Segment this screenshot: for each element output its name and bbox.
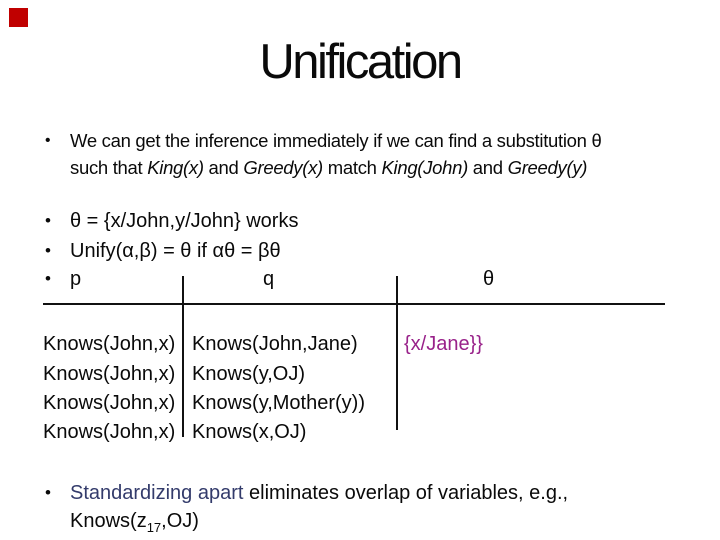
term-greedy-x: Greedy(x) (243, 157, 323, 178)
cell-q: Knows(John,Jane) (192, 333, 358, 355)
p-q-separator-line (182, 276, 184, 437)
table-row: Knows(John,x) Knows(y,Mother(y)) (43, 391, 703, 415)
cell-p: Knows(John,x) (43, 392, 176, 414)
term-king-x: King(x) (147, 157, 204, 178)
bullet-unify-definition: • Unify(α,β) = θ if αθ = βθ (45, 239, 281, 263)
cell-theta: {x/Jane}} (404, 333, 483, 355)
cell-q: Knows(y,OJ) (192, 363, 305, 385)
term-greedy-y: Greedy(y) (507, 157, 588, 178)
bullet-theta-works: • θ = {x/John,y/John} works (45, 209, 298, 233)
cell-p: Knows(John,x) (43, 363, 176, 385)
table-row: Knows(John,x) Knows(x,OJ) (43, 420, 703, 444)
bullet-dot: • (45, 132, 51, 149)
standardizing-apart-emphasis: Standardizing apart (70, 482, 244, 504)
bullet-standardizing-apart: • Standardizing apart eliminates overlap… (45, 479, 710, 535)
table-row: Knows(John,x) Knows(y,OJ) (43, 362, 703, 386)
red-square-decoration (9, 8, 28, 27)
table-header-rule (43, 303, 665, 305)
cell-p: Knows(John,x) (43, 333, 176, 355)
column-header-p: p (70, 268, 82, 290)
q-theta-separator-line (396, 276, 398, 430)
cell-q: Knows(x,OJ) (192, 421, 307, 443)
bullet-dot: • (45, 241, 51, 260)
intro-line2-pre: such that (70, 157, 148, 178)
z-subscript-17: 17 (146, 520, 162, 535)
cell-p: Knows(John,x) (43, 421, 176, 443)
knows-z17-pre: Knows(z (70, 510, 147, 532)
column-header-theta: θ (483, 268, 495, 290)
knows-z17-post: ,OJ) (161, 510, 199, 532)
term-king-john: King(John) (381, 157, 468, 178)
intro-line2-mid1: and (203, 157, 244, 178)
bullet-dot: • (45, 211, 51, 230)
unify-definition-text: Unify(α,β) = θ if αθ = βθ (70, 240, 281, 262)
column-header-q: q (263, 268, 275, 290)
standardizing-rest: eliminates overlap of variables, e.g., (243, 482, 569, 504)
cell-q: Knows(y,Mother(y)) (192, 392, 365, 414)
table-header-row: • p q θ (45, 267, 700, 291)
intro-line2-mid3: and (467, 157, 508, 178)
intro-line2-mid2: match (322, 157, 382, 178)
table-row: Knows(John,x) Knows(John,Jane) {x/Jane}} (43, 332, 703, 356)
bullet-dot: • (45, 269, 51, 288)
bullet-dot: • (45, 483, 51, 502)
page-title: Unification (259, 35, 463, 89)
intro-line1: We can get the inference immediately if … (70, 130, 602, 151)
theta-works-text: θ = {x/John,y/John} works (70, 210, 299, 232)
bullet-substitution-intro: • We can get the inference immediately i… (45, 127, 710, 181)
